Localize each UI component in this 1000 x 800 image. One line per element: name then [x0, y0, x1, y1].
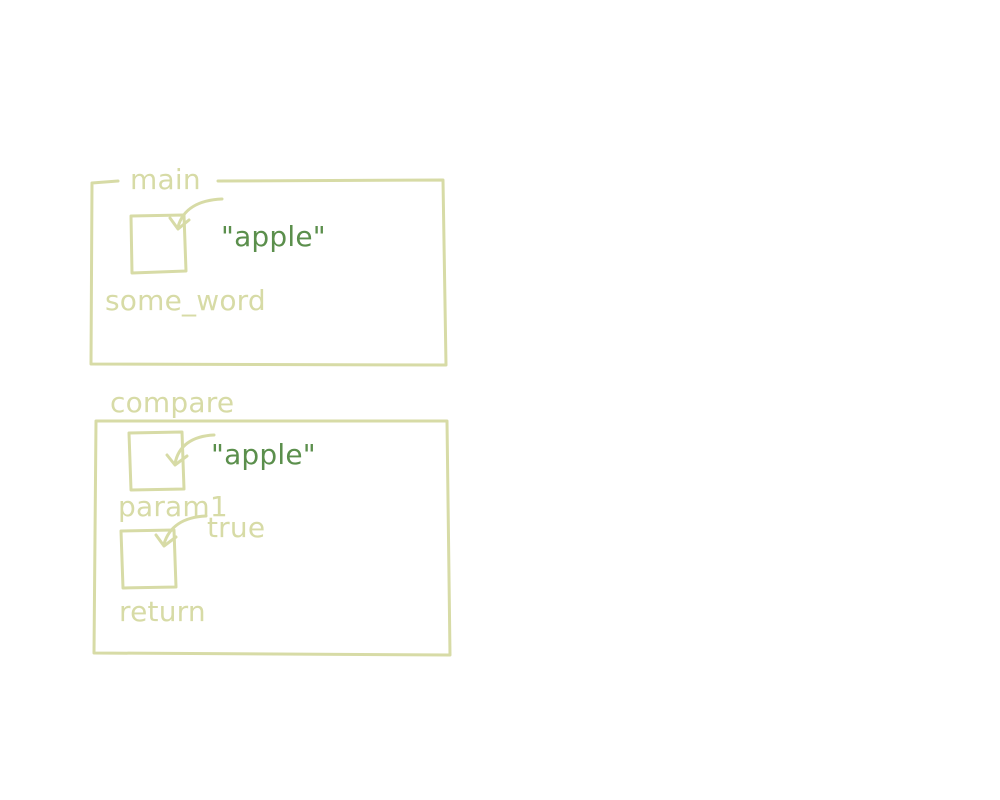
some-word-box — [129, 213, 188, 275]
param1-value: "apple" — [211, 438, 316, 471]
frame-title-compare: compare — [110, 386, 235, 419]
some-word-value: "apple" — [221, 220, 326, 253]
main-frame-box — [89, 178, 448, 367]
some-word-label: some_word — [105, 284, 266, 317]
return-arrow — [162, 514, 208, 546]
some-word-arrowhead — [168, 216, 191, 231]
some-word-arrow — [176, 197, 224, 229]
return-value: true — [207, 511, 266, 544]
param1-arrow — [173, 433, 216, 466]
param1-label: param1 — [118, 490, 228, 523]
return-arrowhead — [154, 533, 178, 548]
param1-box — [127, 430, 186, 492]
frame-title-main: main — [130, 163, 201, 196]
param1-arrowhead — [165, 453, 189, 467]
return-label: return — [119, 595, 206, 628]
return-box — [119, 528, 178, 590]
compare-frame-box — [92, 419, 452, 657]
